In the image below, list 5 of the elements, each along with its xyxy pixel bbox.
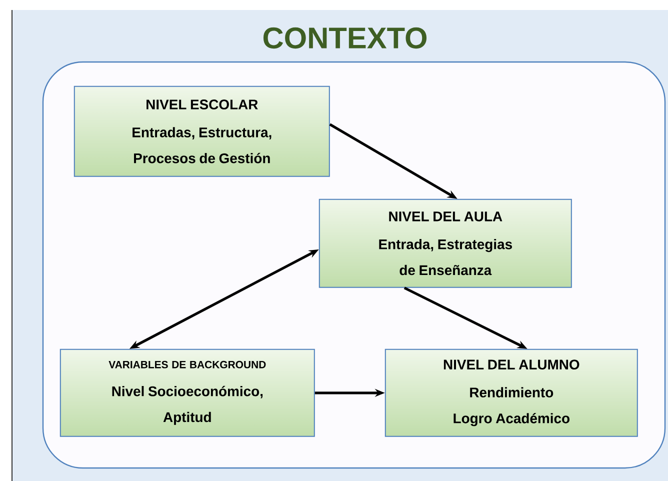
level-box: NIVEL ESCOLAR Entradas, Estructura, Procesos de Gestión: [74, 86, 330, 177]
level-box: NIVEL DEL AULA Entrada, Estrategias de Enseñanza: [318, 198, 572, 288]
level-box: NIVEL DEL ALUMNO Rendimiento Logro Académico: [384, 348, 638, 437]
node-label: CONTEXTO: [263, 27, 427, 49]
level-box: VARIABLES DE BACKGROUND Nivel Socioeconómico, Aptitud: [60, 348, 315, 437]
